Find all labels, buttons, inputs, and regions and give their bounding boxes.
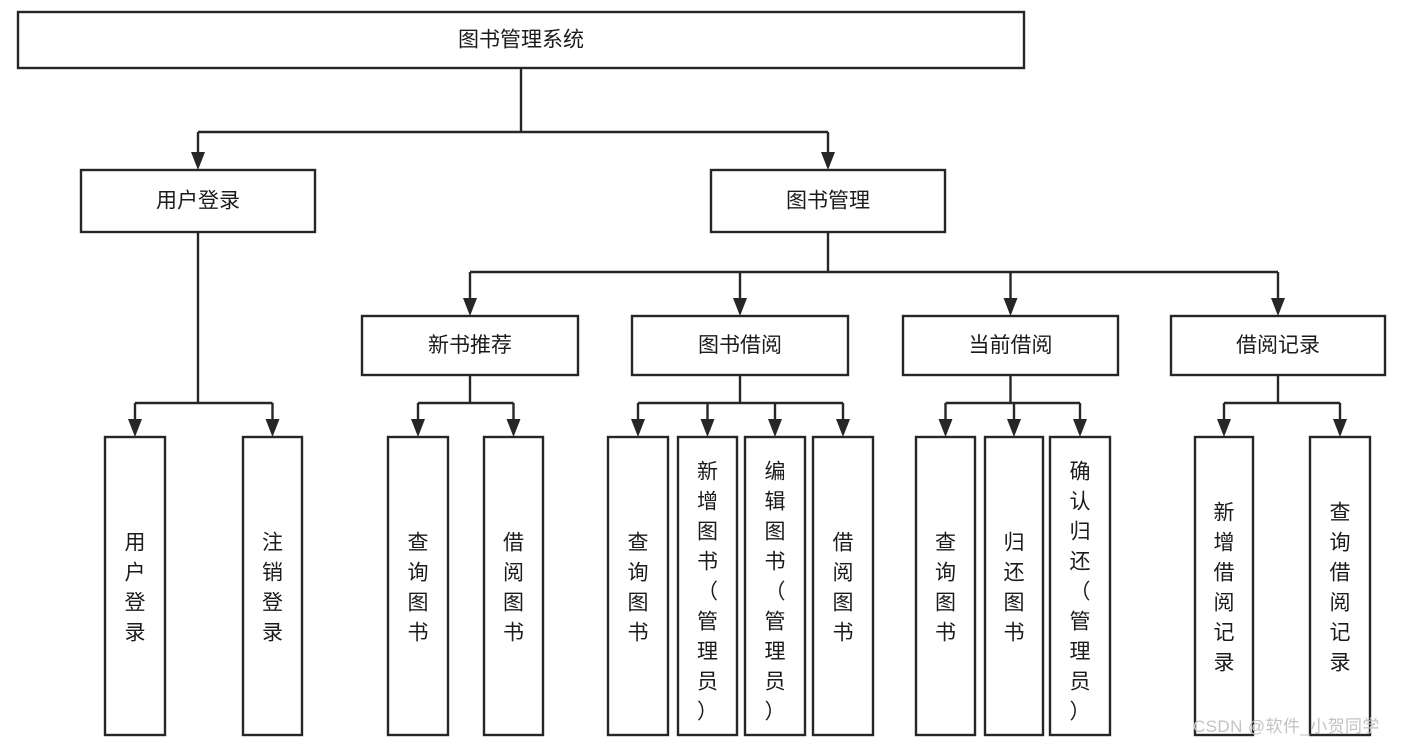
node-box-leaf-user-login[interactable] <box>103 435 167 737</box>
arrow-head-icon <box>836 419 850 437</box>
edge-group-root <box>191 68 835 170</box>
node-label-leaf-record-query: 查询借阅记录 <box>1330 501 1351 674</box>
node-label-leaf-current-return-book: 归还图书 <box>1004 531 1025 644</box>
node-box-leaf-current-return-book[interactable] <box>983 435 1045 737</box>
node-box-current-borrow[interactable] <box>901 314 1120 377</box>
node-label-leaf-user-login: 用户登录 <box>125 531 146 644</box>
node-label-new-book-recommend: 新书推荐 <box>428 334 512 357</box>
arrow-head-icon <box>733 298 747 316</box>
node-user-login[interactable]: 用户登录 <box>79 168 317 234</box>
node-leaf-borrow-add-book[interactable]: 新增图书（管理员） <box>676 435 739 737</box>
node-label-user-login: 用户登录 <box>156 190 240 213</box>
arrow-head-icon <box>463 298 477 316</box>
node-new-book-recommend[interactable]: 新书推荐 <box>360 314 580 377</box>
edge-group-current-borrow <box>938 375 1087 437</box>
node-leaf-rec-query-book[interactable]: 查询图书 <box>386 435 450 737</box>
nodes-layer: 图书管理系统用户登录图书管理新书推荐图书借阅当前借阅借阅记录用户登录注销登录查询… <box>16 10 1387 737</box>
node-box-root[interactable] <box>16 10 1026 70</box>
node-box-leaf-record-query[interactable] <box>1308 435 1372 737</box>
node-box-book-borrow[interactable] <box>630 314 850 377</box>
node-box-leaf-record-add[interactable] <box>1193 435 1255 737</box>
arrow-head-icon <box>1003 298 1018 316</box>
node-leaf-user-login[interactable]: 用户登录 <box>103 435 167 737</box>
node-label-leaf-current-query-book: 查询图书 <box>935 531 956 644</box>
node-leaf-borrow-query-book[interactable]: 查询图书 <box>606 435 670 737</box>
node-box-borrow-record[interactable] <box>1169 314 1387 377</box>
edge-group-new-book-recommend <box>411 375 521 437</box>
node-current-borrow[interactable]: 当前借阅 <box>901 314 1120 377</box>
node-leaf-rec-borrow-book[interactable]: 借阅图书 <box>482 435 545 737</box>
node-box-leaf-borrow-add-book[interactable] <box>676 435 739 737</box>
arrow-head-icon <box>700 419 715 437</box>
node-label-leaf-borrow-edit-book: 编辑图书（管理员） <box>765 460 786 723</box>
node-leaf-borrow-borrow-book[interactable]: 借阅图书 <box>811 435 875 737</box>
node-leaf-record-query[interactable]: 查询借阅记录 <box>1308 435 1372 737</box>
node-leaf-record-add[interactable]: 新增借阅记录 <box>1193 435 1255 737</box>
arrow-head-icon <box>1217 419 1231 437</box>
edge-group-borrow-record <box>1217 375 1347 437</box>
node-label-leaf-user-logout: 注销登录 <box>262 531 283 644</box>
node-label-borrow-record: 借阅记录 <box>1236 334 1320 357</box>
arrow-head-icon <box>1007 419 1021 437</box>
node-label-root: 图书管理系统 <box>458 29 584 52</box>
node-box-leaf-current-query-book[interactable] <box>914 435 977 737</box>
arrow-head-icon <box>1073 419 1087 437</box>
node-box-leaf-borrow-edit-book[interactable] <box>743 435 807 737</box>
node-box-leaf-current-confirm-return[interactable] <box>1048 435 1112 737</box>
node-leaf-current-confirm-return[interactable]: 确认归还（管理员） <box>1048 435 1112 737</box>
node-label-leaf-record-add: 新增借阅记录 <box>1214 501 1235 674</box>
node-root[interactable]: 图书管理系统 <box>16 10 1026 70</box>
arrow-head-icon <box>1333 419 1347 437</box>
node-box-leaf-rec-borrow-book[interactable] <box>482 435 545 737</box>
node-leaf-borrow-edit-book[interactable]: 编辑图书（管理员） <box>743 435 807 737</box>
node-borrow-record[interactable]: 借阅记录 <box>1169 314 1387 377</box>
node-box-leaf-rec-query-book[interactable] <box>386 435 450 737</box>
node-label-leaf-borrow-add-book: 新增图书（管理员） <box>697 460 718 723</box>
arrow-head-icon <box>938 419 953 437</box>
node-leaf-user-logout[interactable]: 注销登录 <box>241 435 304 737</box>
node-label-book-manage: 图书管理 <box>786 190 870 213</box>
edge-group-book-borrow <box>631 375 850 437</box>
node-box-leaf-borrow-query-book[interactable] <box>606 435 670 737</box>
node-label-leaf-rec-borrow-book: 借阅图书 <box>503 531 524 644</box>
arrow-head-icon <box>631 419 645 437</box>
arrow-head-icon <box>128 419 142 437</box>
arrow-head-icon <box>768 419 782 437</box>
arrow-head-icon <box>1271 298 1285 316</box>
node-leaf-current-return-book[interactable]: 归还图书 <box>983 435 1045 737</box>
node-label-book-borrow: 图书借阅 <box>698 334 782 357</box>
arrow-head-icon <box>506 419 521 437</box>
node-box-leaf-borrow-borrow-book[interactable] <box>811 435 875 737</box>
arrow-head-icon <box>265 419 280 437</box>
arrow-head-icon <box>821 152 835 170</box>
node-label-leaf-rec-query-book: 查询图书 <box>408 531 429 644</box>
csdn-watermark: CSDN @软件_小贺同学 <box>1193 717 1380 736</box>
node-label-leaf-current-confirm-return: 确认归还（管理员） <box>1070 460 1091 723</box>
arrow-head-icon <box>411 419 425 437</box>
node-label-leaf-borrow-borrow-book: 借阅图书 <box>833 531 854 644</box>
node-book-borrow[interactable]: 图书借阅 <box>630 314 850 377</box>
node-box-user-login[interactable] <box>79 168 317 234</box>
edge-group-book-manage <box>463 232 1285 316</box>
node-label-leaf-borrow-query-book: 查询图书 <box>628 531 649 644</box>
edge-group-user-login <box>128 232 280 437</box>
edges-layer <box>128 68 1347 437</box>
node-leaf-current-query-book[interactable]: 查询图书 <box>914 435 977 737</box>
node-label-current-borrow: 当前借阅 <box>969 334 1053 357</box>
node-book-manage[interactable]: 图书管理 <box>709 168 947 234</box>
node-box-book-manage[interactable] <box>709 168 947 234</box>
node-box-leaf-user-logout[interactable] <box>241 435 304 737</box>
node-box-new-book-recommend[interactable] <box>360 314 580 377</box>
arrow-head-icon <box>191 152 205 170</box>
